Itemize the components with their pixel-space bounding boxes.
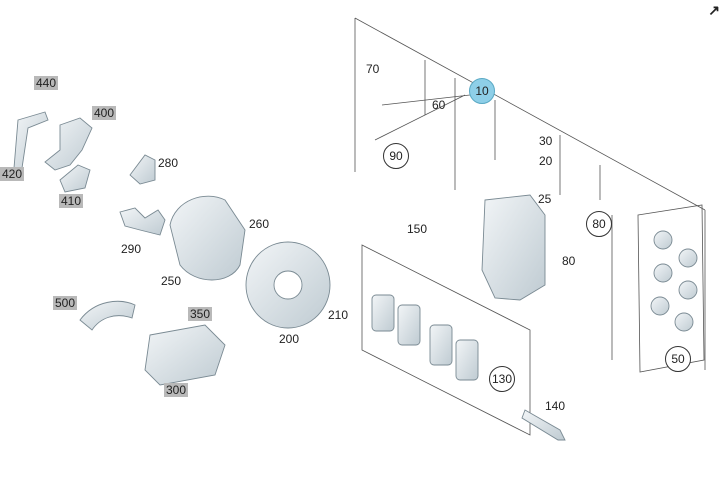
pad-3-shape [429,324,453,366]
part-90-callout[interactable]: 90 [383,143,409,169]
caliper-group-frame [354,17,706,370]
part-10-callout[interactable]: 10 [469,78,495,104]
part-260-label: 260 [249,217,270,231]
piston-1-shape [653,230,673,250]
piston-6-shape [674,312,694,332]
bracket-280-shape [129,154,156,185]
part-20-label: 20 [539,154,553,168]
part-440-tag[interactable]: 440 [34,76,59,90]
part-70-label: 70 [366,62,380,76]
part-30-label: 30 [539,134,553,148]
part-290-label: 290 [121,242,142,256]
part-80-label: 80 [562,254,576,268]
piston-group-frame [637,204,705,373]
piston-2-shape [678,248,698,268]
part-210-label: 210 [328,308,349,322]
pad-2-shape [397,304,421,346]
part-420-tag[interactable]: 420 [0,167,25,181]
brake-pad-group-frame [361,244,531,436]
pad-1-shape [371,294,395,332]
wear-sensor-shape [521,409,566,441]
bracket-410-shape [59,164,91,193]
piston-5-shape [650,296,670,316]
caliper-shape [481,194,546,301]
piston-3-shape [653,263,673,283]
bracket-290-shape [119,207,166,236]
part-350-tag[interactable]: 350 [188,307,213,321]
part-250-label: 250 [161,274,182,288]
part-50-callout[interactable]: 50 [665,346,691,372]
part-280-label: 280 [158,156,179,170]
air-duct-500-shape [79,300,136,331]
part-80-callout[interactable]: 80 [586,211,612,237]
part-200-label: 200 [279,332,300,346]
dust-shield-shape [169,195,246,281]
part-25-label: 25 [538,192,552,206]
part-500-tag[interactable]: 500 [53,296,78,310]
pad-4-shape [455,339,479,381]
cover-300-shape [144,324,226,386]
piston-4-shape [678,280,698,300]
part-150-label: 150 [407,222,428,236]
part-300-tag[interactable]: 300 [164,383,189,397]
part-400-tag[interactable]: 400 [92,106,117,120]
bracket-420-shape [13,111,49,169]
part-140-label: 140 [545,399,566,413]
part-60-label: 60 [432,98,446,112]
part-410-tag[interactable]: 410 [59,194,84,208]
external-link-icon[interactable]: ↗ [708,2,720,18]
part-130-callout[interactable]: 130 [489,366,515,392]
bracket-400-shape [44,117,93,171]
